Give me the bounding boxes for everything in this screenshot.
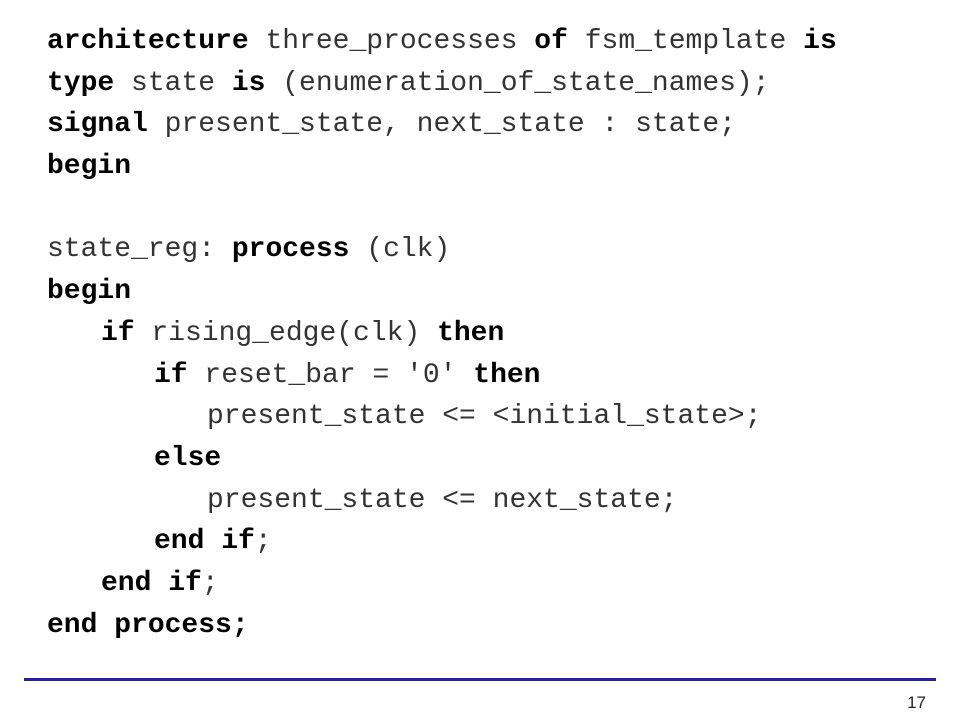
keyword: if <box>154 359 188 391</box>
keyword: end process; <box>47 609 249 641</box>
code-line-7: begin <box>47 271 927 313</box>
keyword: then <box>473 359 541 391</box>
code-text: (enumeration_of_state_names); <box>265 67 770 99</box>
code-text: ; <box>254 526 272 558</box>
code-line-2: type state is (enumeration_of_state_name… <box>47 63 927 105</box>
keyword: of <box>534 26 568 57</box>
code-line-13: end if; <box>47 521 927 563</box>
code-line-3: signal present_state, next_state : state… <box>47 104 927 146</box>
keyword: is <box>231 67 266 99</box>
code-text: state_reg: <box>47 234 232 266</box>
code-line-15: end process; <box>47 605 927 647</box>
code-line-6: state_reg: process (clk) <box>47 229 927 271</box>
code-text: fsm_template <box>567 26 804 57</box>
keyword: is <box>803 26 837 57</box>
code-text: state <box>114 67 232 99</box>
keyword: architecture <box>47 26 249 57</box>
code-listing: architecture three_processes of fsm_temp… <box>47 21 927 646</box>
keyword: end if <box>101 567 202 599</box>
code-text: ; <box>201 567 219 599</box>
keyword: end if <box>154 526 255 558</box>
keyword: then <box>437 317 505 349</box>
code-line-1: architecture three_processes of fsm_temp… <box>47 21 927 63</box>
code-line-9: if reset_bar = '0' then <box>47 355 927 397</box>
code-line-12: present_state <= next_state; <box>47 480 927 522</box>
keyword: begin <box>47 276 132 308</box>
keyword: signal <box>47 109 148 141</box>
keyword: else <box>154 442 222 474</box>
page-number: 17 <box>907 693 926 712</box>
code-text: (clk) <box>349 234 451 266</box>
blank-line <box>47 188 927 230</box>
code-line-10: present_state <= <initial_state>; <box>47 396 927 438</box>
code-line-11: else <box>47 438 927 480</box>
code-text: present_state <= <initial_state>; <box>207 401 762 433</box>
code-line-8: if rising_edge(clk) then <box>47 313 927 355</box>
keyword: type <box>47 67 115 99</box>
keyword: process <box>231 234 350 266</box>
keyword: if <box>101 317 135 349</box>
keyword: begin <box>47 151 132 183</box>
code-text: rising_edge(clk) <box>134 317 438 349</box>
code-text: reset_bar = '0' <box>187 359 474 391</box>
code-line-4: begin <box>47 146 927 188</box>
code-text: present_state <= next_state; <box>207 484 678 516</box>
footer-divider <box>24 678 936 681</box>
code-text: three_processes <box>248 26 535 57</box>
code-text: present_state, next_state : state; <box>147 109 736 141</box>
code-line-14: end if; <box>47 563 927 605</box>
